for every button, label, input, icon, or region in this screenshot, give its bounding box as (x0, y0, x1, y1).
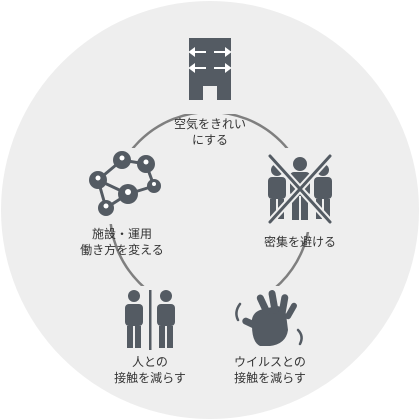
node-label-avoid-crowds: 密集を避ける (263, 235, 336, 249)
network-people-icon (52, 148, 192, 224)
node-label-change-facility-and-work: 施設・運用 働き方を変える (80, 227, 164, 257)
crowd-crossed-out-icon (230, 148, 370, 232)
node-label-clean-air: 空気をきれい にする (173, 117, 246, 147)
node-avoid-crowds: 密集を避ける (230, 148, 370, 250)
node-reduce-person-contact: 人との 接触を減らす (80, 286, 220, 386)
node-change-facility-and-work: 施設・運用 働き方を変える (52, 148, 192, 258)
restroom-people-icon (80, 286, 220, 352)
building-ventilation-icon (140, 30, 280, 114)
node-reduce-virus-contact: ウイルスとの 接触を減らす (200, 286, 340, 386)
node-label-reduce-person-contact: 人との 接触を減らす (114, 355, 186, 385)
node-label-reduce-virus-contact: ウイルスとの 接触を減らす (234, 355, 306, 385)
node-clean-air: 空気をきれい にする (140, 30, 280, 148)
hand-wave-icon (200, 286, 340, 352)
